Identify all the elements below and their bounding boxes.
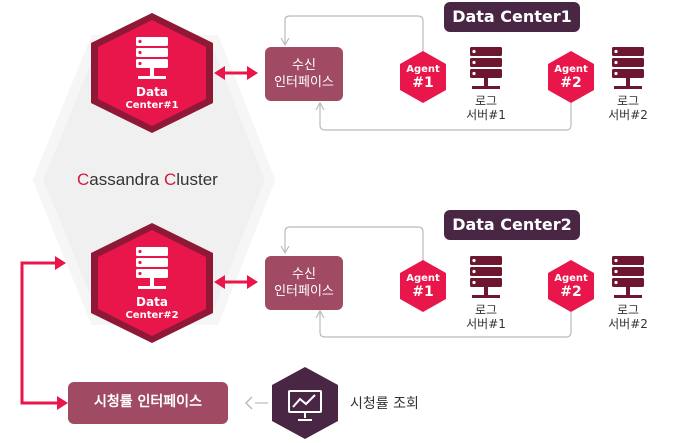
dc2-bottom-arrowhead [315, 309, 325, 319]
presentation-chart-icon [288, 390, 322, 421]
dc1-log-server1-line2: 서버#1 [466, 108, 506, 122]
dc1-log-server2-line1: 로그 [616, 94, 640, 108]
view-rating-interface[interactable]: 시청률 인터페이스 [68, 382, 228, 424]
cluster-label-c2: C [163, 170, 177, 189]
dc2-log-server1-line1: 로그 [474, 303, 498, 317]
dc2-top-connector [284, 226, 424, 262]
dc2-log-server1-icon [470, 256, 502, 298]
dc1-log-server1-label: 로그 서버#1 [456, 94, 516, 122]
dc1-log-server1-line1: 로그 [474, 94, 498, 108]
dc1-agent2-hexagon [548, 51, 594, 103]
dc1-agent1-label: Agent #1 [400, 64, 446, 92]
view-chevron-icon [244, 396, 253, 410]
cluster-label-c1: C [77, 170, 90, 189]
dc2-log-server2-line2: 서버#2 [608, 317, 648, 331]
dc2-log-server2-icon [612, 256, 644, 298]
dc2-agent1-label: Agent #1 [400, 273, 446, 301]
cluster-label-part1: assandra [89, 170, 164, 189]
dc1-receive-interface[interactable]: 수신 인터페이스 [265, 47, 343, 101]
dc1-node-server-icon [136, 37, 168, 79]
view-bracket-arrowhead-bottom [57, 396, 68, 410]
dc1-log-server2-label: 로그 서버#2 [598, 94, 658, 122]
view-rating-query-label: 시청률 조회 [350, 396, 419, 412]
dc2-title: Data Center2 [444, 210, 580, 240]
dc2-agent2-num: #2 [560, 284, 582, 300]
dc2-node-line1: Data [136, 295, 168, 309]
dc1-top-connector [284, 15, 424, 52]
view-bracket-connector [20, 261, 58, 405]
dc2-double-arrow [214, 275, 258, 289]
dc2-log-server2-line1: 로그 [616, 303, 640, 317]
dc2-agent1-num: #1 [412, 284, 434, 300]
dc2-agent2-text: Agent [554, 273, 588, 284]
dc2-node-server-icon [136, 247, 168, 289]
dc1-agent2-label: Agent #2 [548, 64, 594, 92]
dc1-receive-line2: 인터페이스 [274, 75, 334, 90]
dc2-node-label: Data Center#2 [102, 296, 202, 322]
dc1-agent2-text: Agent [554, 64, 588, 75]
view-bracket-arrowhead-top [55, 256, 66, 270]
dc1-double-arrow [214, 66, 258, 80]
dc2-agent1-hexagon [400, 260, 446, 312]
dc2-log-server1-label: 로그 서버#1 [456, 303, 516, 331]
dc1-log-server1-icon [470, 47, 502, 89]
dc1-node-line2: Center#1 [125, 100, 179, 111]
dc1-bottom-arrowhead [315, 101, 325, 111]
dc2-log-server2-label: 로그 서버#2 [598, 303, 658, 331]
dc1-agent1-num: #1 [412, 75, 434, 91]
dc1-title: Data Center1 [444, 2, 580, 32]
dc1-log-server2-icon [612, 47, 644, 89]
dc2-agent2-hexagon [548, 260, 594, 312]
dc2-receive-line1: 수신 [292, 267, 316, 282]
dc1-agent1-text: Agent [406, 64, 440, 75]
dc1-node-line1: Data [136, 85, 168, 99]
dc1-agent2-num: #2 [560, 75, 582, 91]
dc2-receive-line2: 인터페이스 [274, 284, 334, 299]
dc2-agent2-label: Agent #2 [548, 273, 594, 301]
dc2-receive-interface[interactable]: 수신 인터페이스 [265, 256, 343, 310]
dc1-log-server2-line2: 서버#2 [608, 108, 648, 122]
dc2-log-server1-line2: 서버#1 [466, 317, 506, 331]
cassandra-cluster-label: Cassandra Cluster [77, 170, 218, 190]
cluster-hexagon [32, 35, 276, 325]
dc1-node-label: Data Center#1 [102, 86, 202, 112]
dc2-agent1-text: Agent [406, 273, 440, 284]
dc1-receive-line1: 수신 [292, 58, 316, 73]
dc1-top-arrowhead [280, 37, 290, 47]
dc2-bottom-connector [319, 312, 572, 338]
dc2-top-arrowhead [280, 245, 290, 255]
dc2-node-line2: Center#2 [125, 310, 179, 321]
cluster-label-part2: luster [176, 170, 218, 189]
dc1-bottom-connector [319, 103, 572, 131]
dc1-agent1-hexagon [400, 51, 446, 103]
